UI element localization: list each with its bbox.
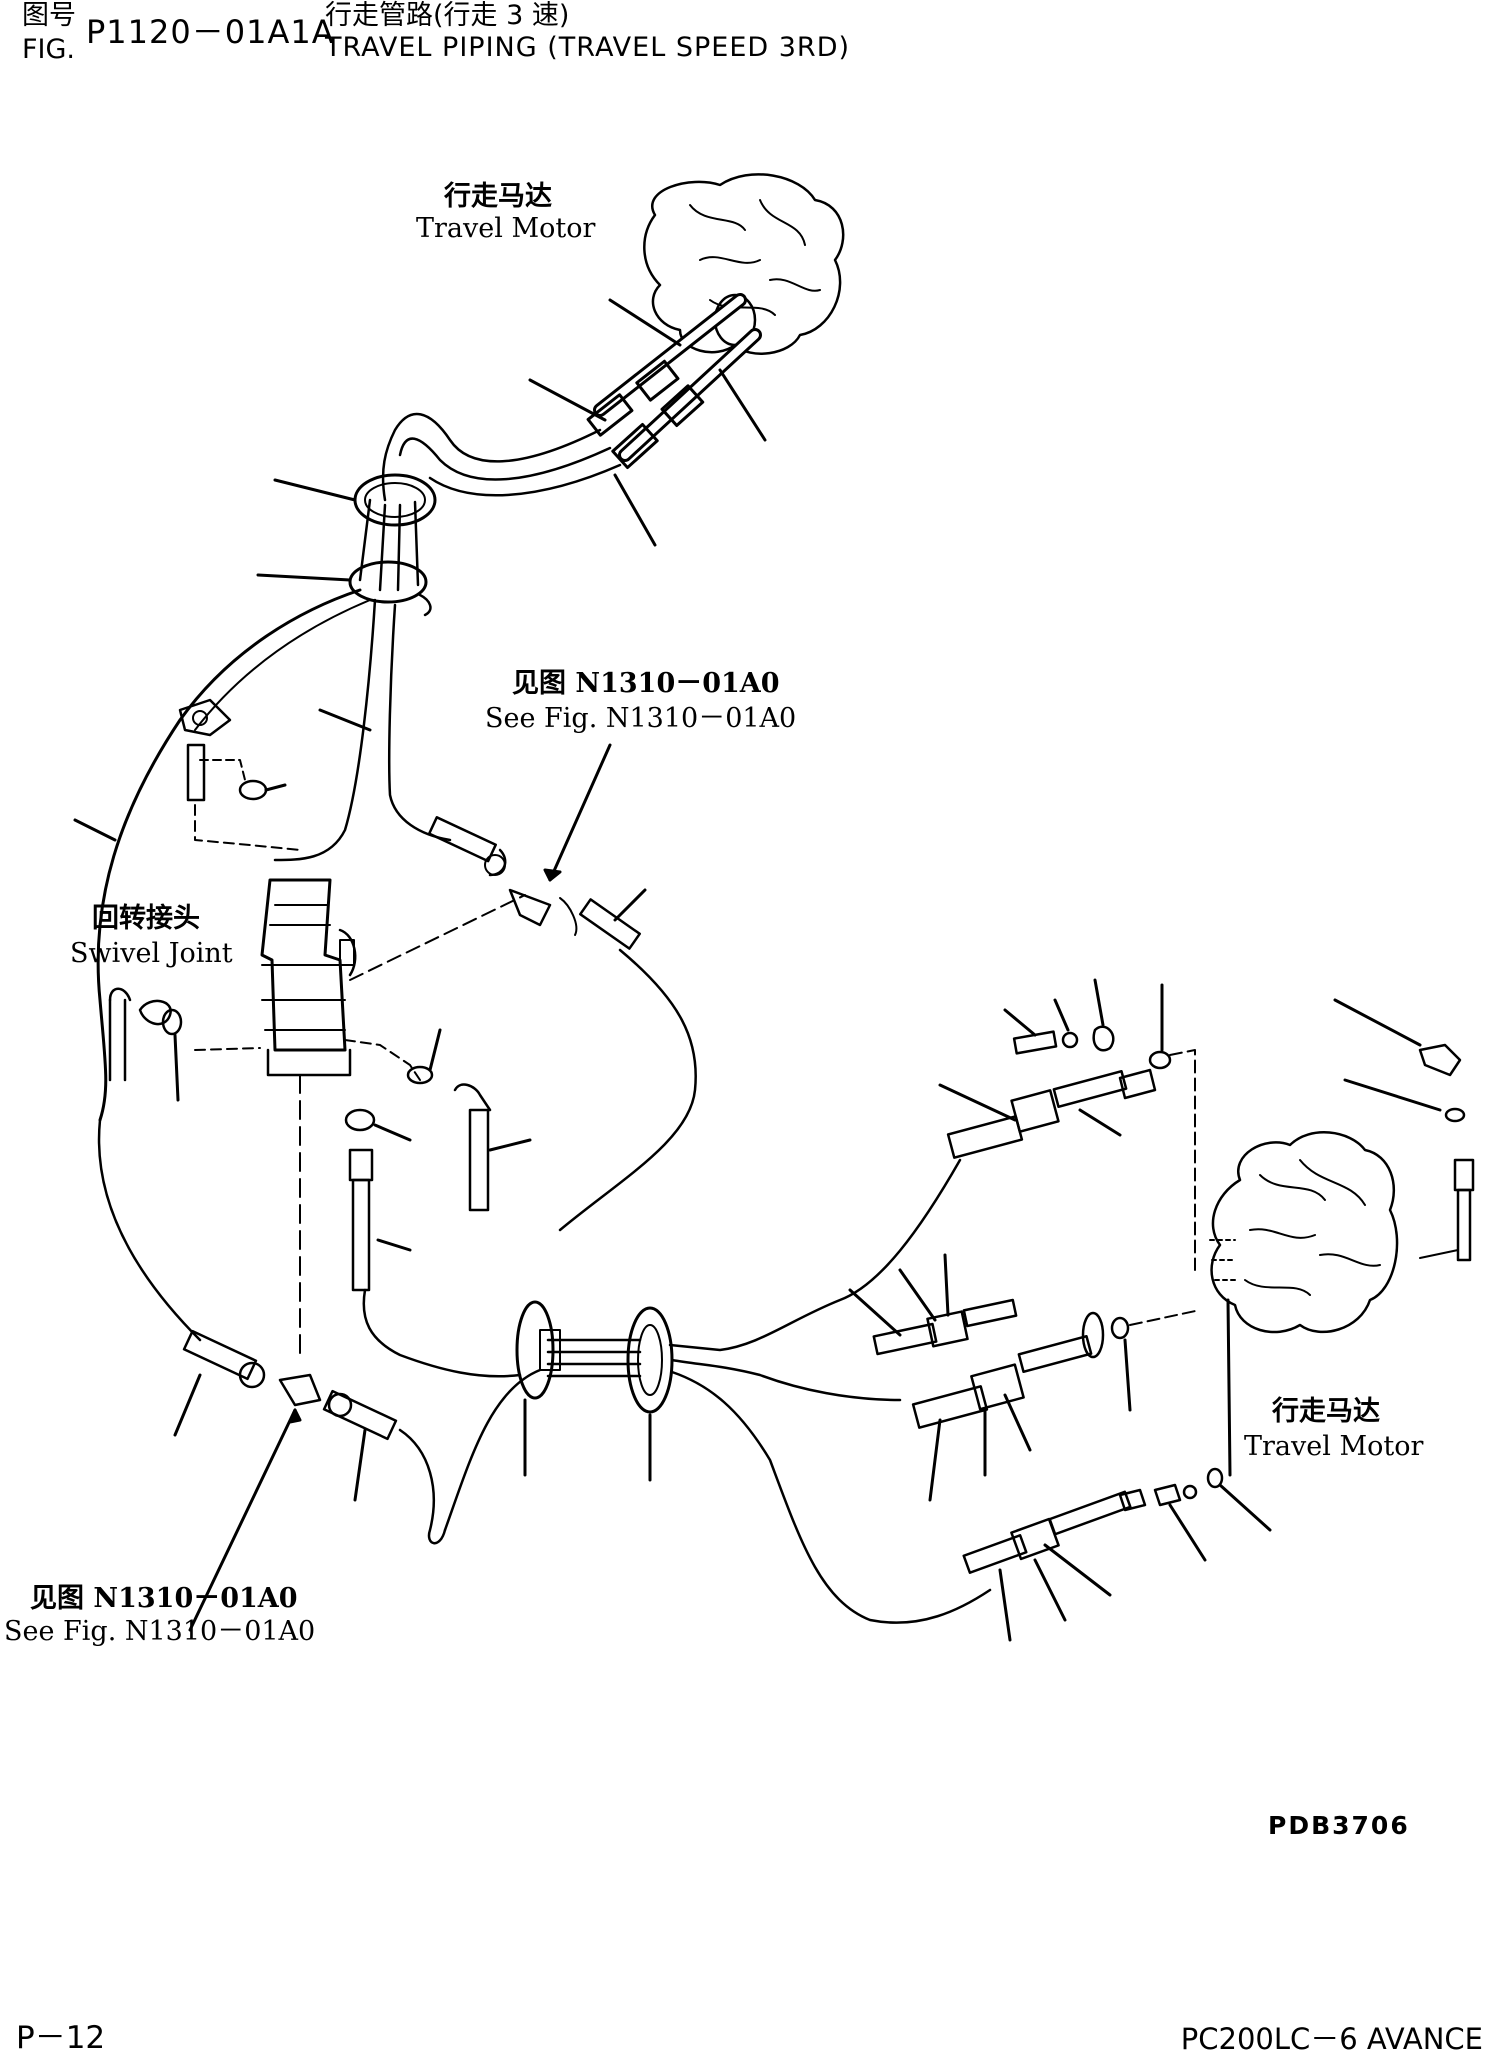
right-upper-fittings (938, 978, 1196, 1271)
travel-motor-right-label-en: Travel Motor (1244, 1431, 1424, 1462)
figure-number: P1120－01A1A (86, 13, 335, 51)
figure-label-zh: 图号 (22, 0, 76, 31)
model-name: PC200LC－6 AVANCE (1180, 2022, 1483, 2056)
see-fig-bottom-label-en: See Fig. N1310－01A0 (4, 1616, 316, 1647)
far-right-fittings (1333, 998, 1475, 1262)
middle-fittings (344, 743, 697, 1378)
title-zh: 行走管路(行走 3 速) (325, 0, 570, 31)
swivel-joint-label-zh: 回转接头 (92, 903, 200, 934)
right-middle-fittings (848, 1253, 1201, 1502)
top-fittings (528, 293, 767, 547)
see-fig-mid-label-en: See Fig. N1310－01A0 (485, 703, 797, 734)
right-lower-fittings (962, 1298, 1272, 1642)
swivel-left-fittings (108, 698, 301, 1102)
travel-motor-right-label-zh: 行走马达 (1272, 1396, 1380, 1427)
swivel-joint (260, 878, 526, 1361)
figure-label: FIG. (22, 34, 75, 65)
title-en: TRAVEL PIPING (TRAVEL SPEED 3RD) (325, 32, 851, 63)
travel-motor-top-label-zh: 行走马达 (444, 181, 552, 212)
travel-motor-top (643, 173, 845, 355)
central-grommets (443, 1158, 992, 1624)
page-number: P－12 (16, 2020, 106, 2056)
see-fig-bottom-label-zh: 见图 N1310－01A0 (30, 1583, 298, 1614)
swivel-joint-label-en: Swivel Joint (70, 938, 233, 969)
lower-left-fittings (97, 1118, 447, 1632)
travel-motor-top-label-en: Travel Motor (416, 213, 596, 244)
see-fig-mid-label-zh: 见图 N1310－01A0 (512, 668, 780, 699)
travel-motor-right (1209, 1131, 1399, 1334)
upper-hose-bundle (73, 412, 622, 1122)
art-code: PDB3706 (1268, 1811, 1410, 1840)
